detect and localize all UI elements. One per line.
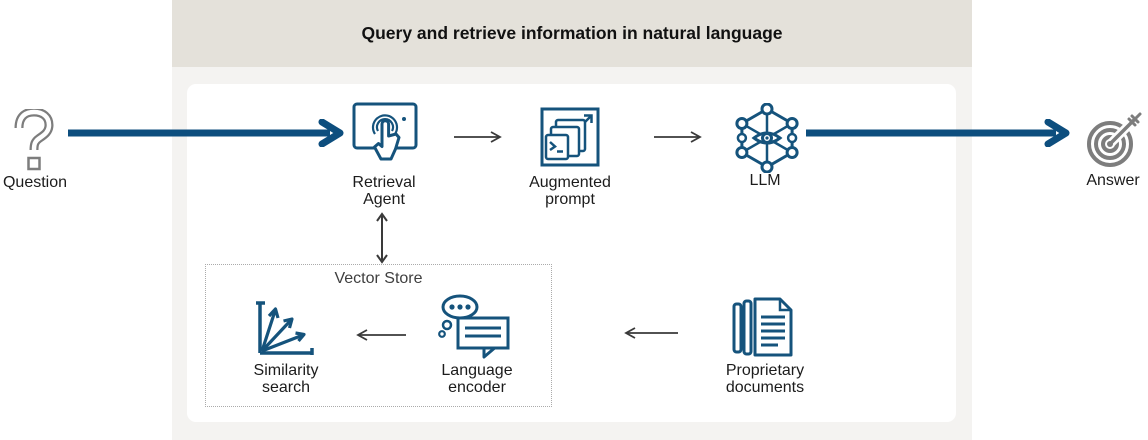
- similarity-search-label: Similarity search: [253, 362, 319, 396]
- arrow-agent-to-prompt: [454, 131, 502, 143]
- arrow-agent-vectorstore: [376, 212, 388, 264]
- arrow-documents-to-encoder: [624, 327, 678, 339]
- retrieval-agent-label: Retrieval Agent: [352, 174, 416, 208]
- banner: Query and retrieve information in natura…: [172, 0, 972, 67]
- target-dart-icon: [1087, 112, 1142, 167]
- terminal-windows-expand-icon: [540, 107, 600, 167]
- answer-label: Answer: [1086, 172, 1140, 189]
- arrow-encoder-to-similarity: [356, 329, 406, 341]
- vector-axes-icon: [256, 301, 314, 355]
- question-label: Question: [2, 174, 68, 191]
- stacked-documents-icon: [732, 297, 793, 357]
- arrow-prompt-to-llm: [654, 131, 702, 143]
- language-encoder-label: Language encoder: [441, 362, 513, 396]
- question-mark-icon: [14, 109, 54, 171]
- touch-screen-icon: [352, 102, 418, 161]
- vector-store-box: [205, 264, 552, 407]
- flow-arrow-question-to-agent: [68, 119, 344, 147]
- proprietary-documents-label: Proprietary documents: [725, 362, 805, 396]
- llm-label: LLM: [749, 172, 781, 189]
- speech-bubbles-icon: [438, 294, 510, 359]
- neural-network-eye-icon: [735, 103, 799, 173]
- page-title: Query and retrieve information in natura…: [361, 23, 783, 43]
- vector-store-title: Vector Store: [334, 270, 423, 287]
- flow-arrow-llm-to-answer: [806, 119, 1070, 147]
- augmented-prompt-label: Augmented prompt: [529, 174, 611, 208]
